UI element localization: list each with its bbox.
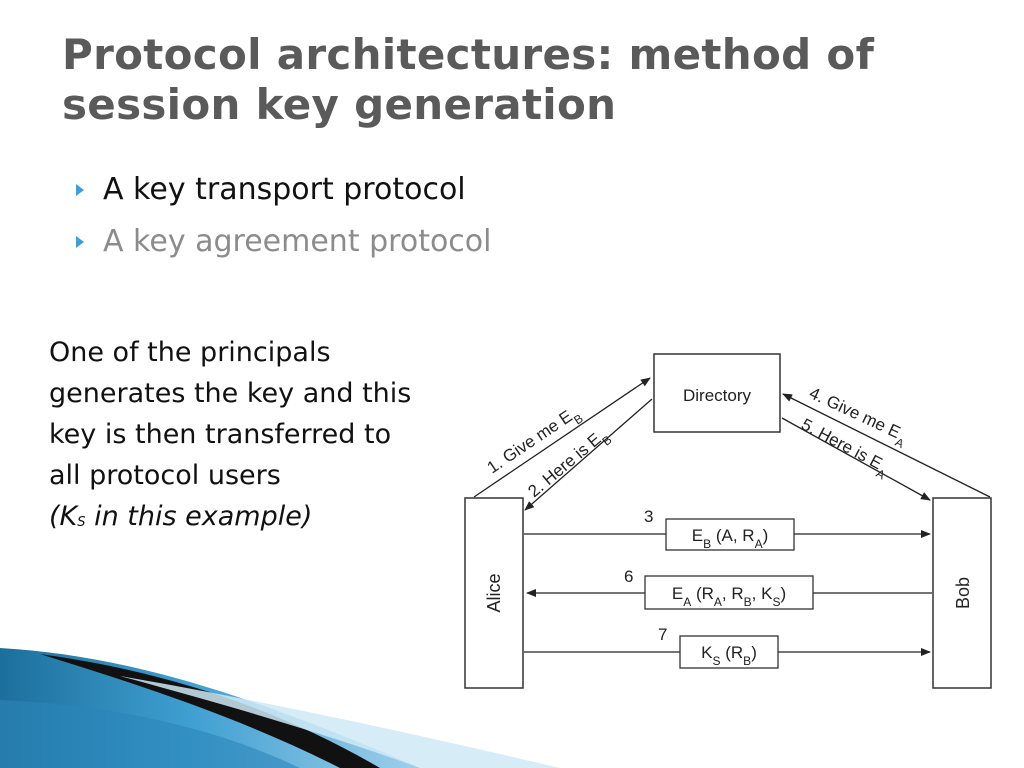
bullet-list: A key transport protocol A key agreement… (74, 170, 492, 274)
message-6-content: EA (RA, RB, KS) (672, 584, 786, 609)
directory-label: Directory (683, 386, 752, 405)
alice-label: Alice (484, 573, 504, 612)
bullet-item-key-transport: A key transport protocol (74, 170, 492, 222)
bullet-item-key-agreement: A key agreement protocol (74, 222, 492, 274)
key-transport-diagram: Directory Alice Bob 1. Give me EB 2. Her… (464, 353, 992, 689)
note-suffix: in this example) (85, 501, 313, 532)
decorative-swoosh (0, 648, 560, 768)
message-3-number: 3 (644, 507, 653, 526)
slide-title: Protocol architectures: method of sessio… (62, 30, 875, 129)
message-7-box (679, 635, 779, 669)
description-main: One of the principals generates the key … (49, 337, 412, 491)
bob-label: Bob (953, 577, 973, 609)
alice-node: Alice (464, 497, 524, 689)
note-subscript: S (77, 515, 86, 530)
arrow-5-directory-to-bob (781, 417, 931, 501)
description-note: (KS in this example) (49, 496, 429, 543)
message-7-content: KS (RB) (701, 643, 757, 668)
message-6-number: 6 (624, 567, 633, 586)
message-7-number: 7 (658, 625, 667, 644)
arrow-4-bob-to-directory (782, 393, 991, 498)
bullet-arrow-icon (76, 236, 84, 248)
directory-node: Directory (653, 353, 781, 433)
arrow-1-alice-to-directory (473, 377, 651, 498)
bob-node: Bob (932, 497, 992, 689)
bullet-arrow-icon (76, 184, 84, 196)
message-3-content: EB (A, RA) (692, 526, 769, 551)
arrow-2-directory-to-alice (524, 398, 653, 511)
message-3-box (665, 518, 795, 551)
message-6-box (644, 575, 814, 610)
note-prefix: (K (49, 501, 78, 532)
bullet-label: A key agreement protocol (103, 224, 492, 259)
description-text: One of the principals generates the key … (49, 332, 429, 543)
bullet-label: A key transport protocol (103, 172, 466, 207)
